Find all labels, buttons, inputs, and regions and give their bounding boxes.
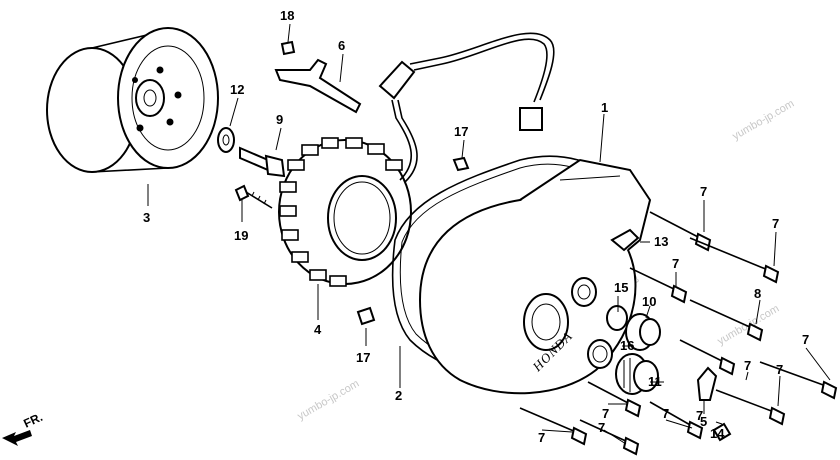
stator (278, 137, 412, 287)
watermark: yumbo-jp.com (296, 378, 362, 423)
flywheel-bolt (239, 146, 286, 178)
front-direction-indicator: FR. (2, 410, 45, 446)
callout-1: 1 (601, 100, 608, 115)
cover-bolt (689, 299, 764, 342)
cover-bolt (715, 389, 786, 426)
callout-15: 15 (614, 280, 628, 295)
watermark: yumbo-jp.com (716, 303, 782, 348)
callout-19: 19 (234, 228, 248, 243)
wire-harness (378, 32, 555, 183)
leader-lines (147, 23, 831, 445)
o-ring (606, 305, 628, 331)
cover-bolt (519, 407, 588, 446)
left-crankcase-cover: HONDA (418, 158, 652, 395)
callout-7: 7 (662, 406, 669, 421)
cover-bolt (689, 237, 780, 284)
cable-guide (610, 228, 640, 252)
wire-clamp-bolt (280, 40, 296, 56)
cover-bolt (649, 401, 704, 440)
callout-5: 5 (700, 414, 707, 429)
callouts: 1 2 3 4 5 6 7 7 7 7 7 7 7 7 7 7 7 8 9 10… (143, 8, 809, 445)
watermark: yumbo-jp.com (731, 98, 797, 143)
callout-7: 7 (598, 420, 605, 435)
callout-7: 7 (696, 408, 703, 423)
callout-13: 13 (654, 234, 668, 249)
cover-bolt (759, 361, 838, 400)
washer (217, 127, 235, 153)
callout-17: 17 (454, 124, 468, 139)
cable-clamp (696, 366, 718, 401)
cover-bolt (579, 419, 640, 456)
crankshaft-hole-cap (615, 353, 659, 395)
callout-11: 11 (648, 374, 662, 389)
callout-8: 8 (754, 286, 761, 301)
callout-16: 16 (620, 338, 634, 353)
cover-bolt (629, 267, 688, 304)
clamp-bolt (712, 422, 732, 442)
callout-7: 7 (700, 184, 707, 199)
callout-7: 7 (744, 358, 751, 373)
callout-7: 7 (602, 406, 609, 421)
callout-9: 9 (276, 112, 283, 127)
callout-6: 6 (338, 38, 345, 53)
callout-17: 17 (356, 350, 370, 365)
stator-bolt (234, 184, 273, 209)
dowel-pin (452, 156, 470, 172)
callout-10: 10 (642, 294, 656, 309)
wire-clamp (274, 58, 362, 114)
flywheel-rotor (46, 27, 219, 173)
callout-7: 7 (802, 332, 809, 347)
timing-hole-cap (625, 313, 661, 351)
callout-18: 18 (280, 8, 294, 23)
callout-7: 7 (672, 256, 679, 271)
o-ring (587, 339, 613, 369)
callout-14: 14 (710, 426, 725, 441)
direction-label: FR. (21, 410, 44, 431)
cover-bolt (679, 339, 736, 376)
callout-7: 7 (772, 216, 779, 231)
callout-4: 4 (314, 322, 322, 337)
callout-12: 12 (230, 82, 244, 97)
dowel-pin (356, 306, 376, 326)
cover-bolt (587, 381, 642, 418)
callout-2: 2 (395, 388, 402, 403)
callout-7: 7 (538, 430, 545, 445)
callout-3: 3 (143, 210, 150, 225)
callout-7: 7 (776, 362, 783, 377)
